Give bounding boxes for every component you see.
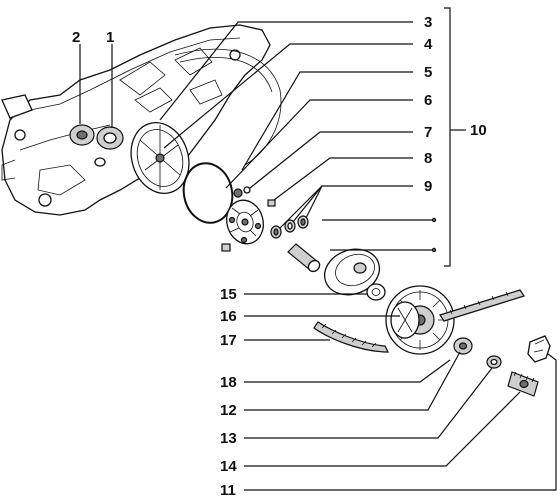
callout-6: 6 [424,92,432,109]
nut-part-7 [233,186,251,198]
callout-12: 12 [220,402,237,419]
shaft-gear-14 [507,371,539,397]
roller-weights-9 [270,215,309,239]
washer-part-13 [486,355,502,369]
callout-18: 18 [220,374,237,391]
callout-16: 16 [220,308,237,325]
nut-part-12 [453,337,473,355]
callout-13: 13 [220,430,237,447]
variator-ramp-plate [221,199,264,252]
callout-9: 9 [424,178,432,195]
crankcase-housing [1,24,271,216]
washer-part-8 [267,199,276,207]
variator-bushing [287,243,321,273]
callout-5: 5 [424,64,432,81]
callout-7: 7 [424,124,432,141]
leader-lines [79,7,557,491]
callout-10: 10 [470,122,487,139]
callout-4: 4 [424,36,433,53]
callout-3: 3 [424,14,432,31]
drive-belt [313,289,525,353]
washer-part-15 [366,283,386,301]
callout-14: 14 [220,458,237,475]
callout-17: 17 [220,332,237,349]
callout-15: 15 [220,286,237,303]
callout-1: 1 [106,29,114,46]
fixed-half-pulley [323,248,381,296]
fan-cooling-plate [130,122,190,194]
circlip-ring [182,162,234,224]
callout-2: 2 [72,29,80,46]
clutch-hub-18 [390,301,420,339]
bracket-part-11 [527,335,551,363]
callout-11: 11 [220,482,236,497]
callout-8: 8 [424,150,432,167]
